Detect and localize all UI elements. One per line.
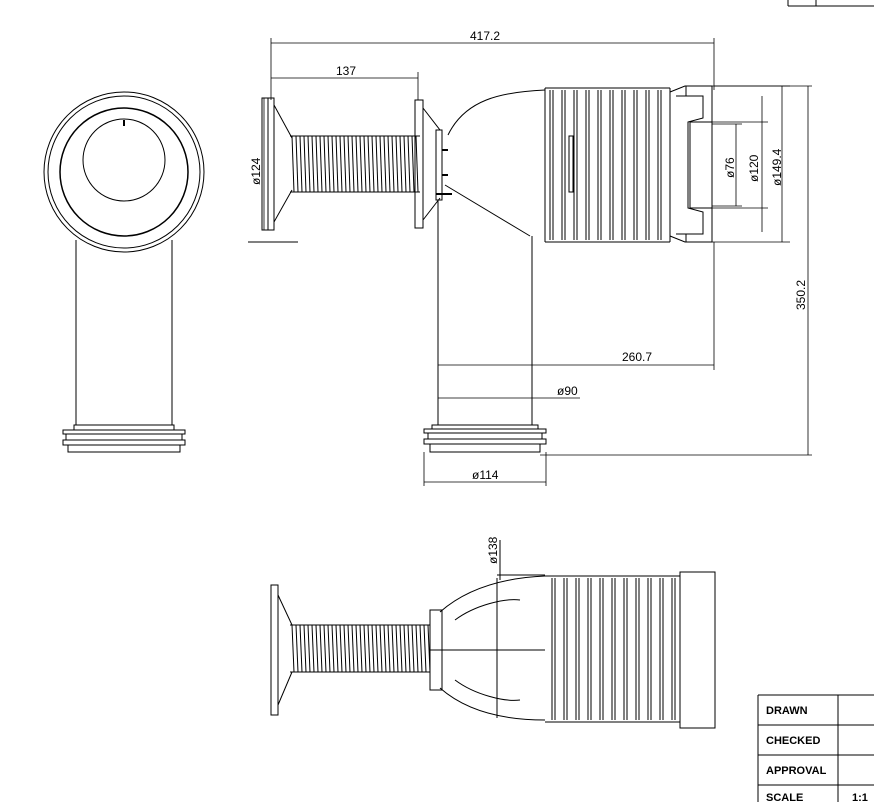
- title-block: [757, 694, 874, 802]
- hose-ridge: [299, 135, 303, 193]
- hose-ridge: [295, 135, 299, 193]
- hose-ridge: [367, 624, 371, 673]
- hose-ridge: [311, 624, 315, 673]
- dim-inner-dia: ø76: [723, 157, 737, 178]
- hose-ridge: [291, 624, 295, 673]
- hose-ridge: [383, 624, 387, 673]
- hose-ridge: [375, 135, 379, 193]
- hose-ridge: [315, 624, 319, 673]
- hose-ridge: [291, 135, 295, 193]
- body-ridges-bottom: [551, 578, 676, 720]
- main-front-view: [248, 85, 713, 453]
- hose-ridge: [387, 135, 391, 193]
- hose-ridge: [323, 624, 327, 673]
- dim-outer-dia-large: ø149.4: [770, 148, 784, 186]
- dim-flange-dia: ø124: [249, 157, 263, 185]
- dimension-labels: 417.2 137 ø124 ø76 ø120 ø149.4 350.2 260…: [249, 29, 808, 564]
- corrugated-body: [544, 87, 671, 243]
- hose-ridges: [291, 135, 419, 193]
- hose-ridge: [347, 624, 351, 673]
- hose-ridge: [355, 135, 359, 193]
- hose-ridge: [335, 135, 339, 193]
- drawn-label: DRAWN: [766, 705, 808, 717]
- checked-label: CHECKED: [766, 735, 820, 747]
- hose-ridge: [359, 135, 363, 193]
- hose-ridge: [391, 135, 395, 193]
- hose-ridge: [411, 624, 415, 673]
- hose-ridge: [327, 135, 331, 193]
- body-ridges: [549, 90, 662, 240]
- hose-ridge: [411, 135, 415, 193]
- hose-ridge: [295, 624, 299, 673]
- hose-ridge: [423, 624, 427, 673]
- hose-ridge: [403, 135, 407, 193]
- corrugated-hose: [290, 135, 420, 193]
- hose-ridge: [347, 135, 351, 193]
- hose-ridge: [303, 624, 307, 673]
- hose-ridge: [363, 135, 367, 193]
- hose-ridge: [331, 624, 335, 673]
- hose-ridge: [351, 624, 355, 673]
- hose-ridge: [307, 135, 311, 193]
- dim-overall-length: 417.2: [470, 29, 500, 43]
- hose-ridge: [343, 624, 347, 673]
- hose-ridge: [399, 135, 403, 193]
- hose-ridge: [319, 624, 323, 673]
- hose-ridge: [299, 624, 303, 673]
- hose-ridge: [343, 135, 347, 193]
- hose-ridge: [427, 624, 431, 673]
- hose-ridge: [355, 624, 359, 673]
- hose-ridge: [371, 624, 375, 673]
- hose-ridge: [375, 624, 379, 673]
- dim-outer-dia-small: ø120: [747, 154, 761, 182]
- hose-ridge: [395, 135, 399, 193]
- hose-ridge: [399, 624, 403, 673]
- hose-ridge: [419, 624, 423, 673]
- hose-ridge: [407, 135, 411, 193]
- hose-ridge: [327, 624, 331, 673]
- hose-ridges-bottom: [291, 624, 431, 673]
- hose-ridge: [371, 135, 375, 193]
- hose-ridge: [415, 624, 419, 673]
- hose-ridge: [407, 624, 411, 673]
- dim-horizontal-offset: 260.7: [622, 350, 652, 364]
- hose-ridge: [391, 624, 395, 673]
- dim-socket-dia: ø114: [472, 468, 499, 482]
- dim-flange-to-outlet: 137: [336, 64, 356, 78]
- hose-ridge: [367, 135, 371, 193]
- hose-ridge: [311, 135, 315, 193]
- left-side-view: [43, 91, 205, 453]
- border-corner: [787, 0, 874, 7]
- scale-label: SCALE: [766, 792, 803, 802]
- hose-ridge: [351, 135, 355, 193]
- dimension-lines: [263, 38, 812, 486]
- hose-ridge: [323, 135, 327, 193]
- hose-ridge: [387, 624, 391, 673]
- dim-pipe-dia: ø90: [557, 384, 578, 398]
- hose-ridge: [303, 135, 307, 193]
- hose-ridge: [335, 624, 339, 673]
- scale-value: 1:1: [852, 792, 868, 802]
- hose-ridge: [383, 135, 387, 193]
- hose-ridge: [331, 135, 335, 193]
- hose-ridge: [319, 135, 323, 193]
- hose-ridge: [307, 624, 311, 673]
- hose-ridge: [363, 624, 367, 673]
- hose-ridge: [339, 135, 343, 193]
- hose-ridge: [359, 624, 363, 673]
- dim-bend-dia: ø138: [486, 536, 500, 564]
- hose-ridge: [379, 135, 383, 193]
- hose-ridge: [339, 624, 343, 673]
- approval-label: APPROVAL: [766, 765, 827, 777]
- hose-ridge: [415, 135, 419, 193]
- hose-ridge: [315, 135, 319, 193]
- dim-overall-height: 350.2: [794, 280, 808, 310]
- title-block-text: DRAWN CHECKED APPROVAL SCALE 1:1: [766, 705, 868, 802]
- hose-ridge: [395, 624, 399, 673]
- hose-ridge: [403, 624, 407, 673]
- hose-ridge: [379, 624, 383, 673]
